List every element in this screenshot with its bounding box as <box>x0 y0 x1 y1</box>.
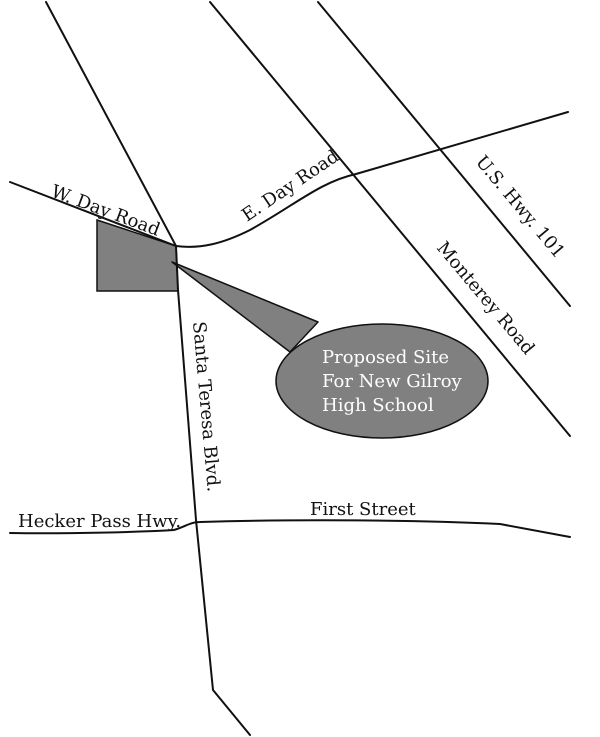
hecker-pass-hwy-label: Hecker Pass Hwy. <box>18 511 181 532</box>
callout-line-3: High School <box>322 395 434 416</box>
w-day-road-line <box>9 181 177 247</box>
santa-teresa-blvd-label: Santa Teresa Blvd. <box>188 321 224 493</box>
callout-ellipse <box>275 323 489 439</box>
diagonal-road-northwest <box>45 1 177 247</box>
callout-pointer <box>171 261 319 353</box>
santa-teresa-blvd-line <box>175 245 251 736</box>
callout-line-2: For New Gilroy <box>322 371 463 392</box>
us-hwy-101-line <box>317 1 571 307</box>
first-street-label: First Street <box>310 499 417 520</box>
monterey-road-line <box>209 1 571 437</box>
e-day-road-line <box>175 111 569 248</box>
e-day-road-label: E. Day Road <box>238 146 343 226</box>
callout-line-1: Proposed Site <box>322 347 449 368</box>
hecker-pass-first-street-line <box>9 519 571 538</box>
